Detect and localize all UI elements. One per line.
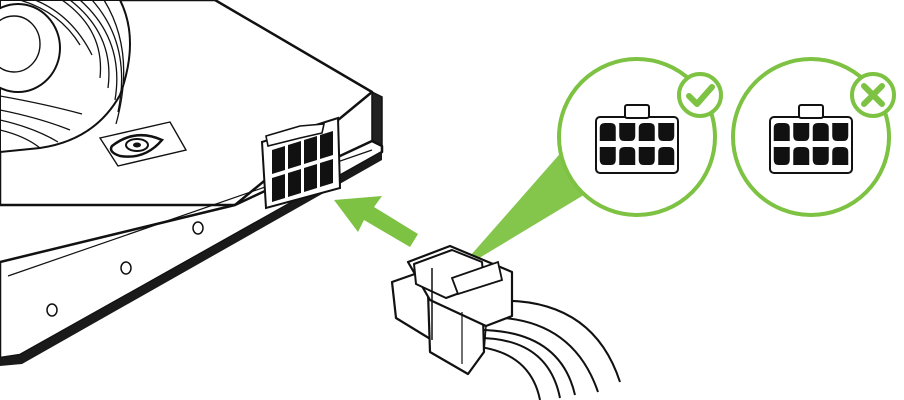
connector-pin — [599, 147, 616, 165]
connector-pin — [619, 147, 636, 165]
graphics-card — [0, 0, 384, 366]
checkmark-icon — [677, 72, 723, 118]
socket-pin — [320, 159, 333, 187]
socket-latch — [265, 123, 326, 147]
connector-pin — [832, 123, 849, 141]
connector-pin — [619, 123, 636, 141]
connector-pinout — [595, 104, 679, 174]
connector-pin — [638, 123, 655, 141]
socket-pin — [272, 174, 285, 202]
insert-direction-arrow — [334, 196, 418, 247]
connector-pin — [658, 147, 675, 165]
pinout-callout-correct — [557, 57, 723, 217]
socket-pin — [288, 169, 301, 197]
connector-pin — [658, 123, 675, 141]
fan-fins — [0, 0, 125, 149]
connector-latch — [798, 104, 824, 119]
socket-pin — [320, 131, 333, 159]
card-rear-edge — [371, 90, 383, 148]
fan-hub-inner — [0, 15, 41, 73]
screw-hole — [46, 303, 58, 317]
socket-pin — [304, 164, 317, 192]
socket-pin — [304, 136, 317, 164]
connector-pin — [793, 123, 810, 141]
pinout-callouts — [557, 57, 896, 217]
pinout-callout-incorrect — [731, 57, 896, 217]
connector-pin — [832, 147, 849, 165]
screw-hole — [120, 261, 132, 275]
cooling-fan — [0, 0, 131, 154]
card-power-socket — [260, 116, 342, 210]
screw-hole — [192, 221, 204, 235]
connector-pin — [773, 123, 790, 141]
pcie-power-plug — [390, 244, 621, 400]
socket-pins — [272, 131, 333, 202]
connector-pin — [812, 147, 829, 165]
badge-circle — [677, 72, 723, 118]
fan-hub — [0, 3, 61, 93]
connector-pinout — [769, 104, 853, 174]
connector-pin — [812, 123, 829, 141]
plug-clip-tab — [450, 260, 504, 296]
screw-holes — [46, 221, 204, 317]
brand-logo — [98, 121, 188, 167]
connector-pin — [599, 123, 616, 141]
connector-pin — [793, 147, 810, 165]
connector-pin — [638, 147, 655, 165]
connector-latch — [624, 104, 650, 119]
socket-pin — [272, 146, 285, 174]
socket-pin — [288, 141, 301, 169]
connector-pin — [773, 147, 790, 165]
x-mark-icon — [850, 72, 896, 118]
